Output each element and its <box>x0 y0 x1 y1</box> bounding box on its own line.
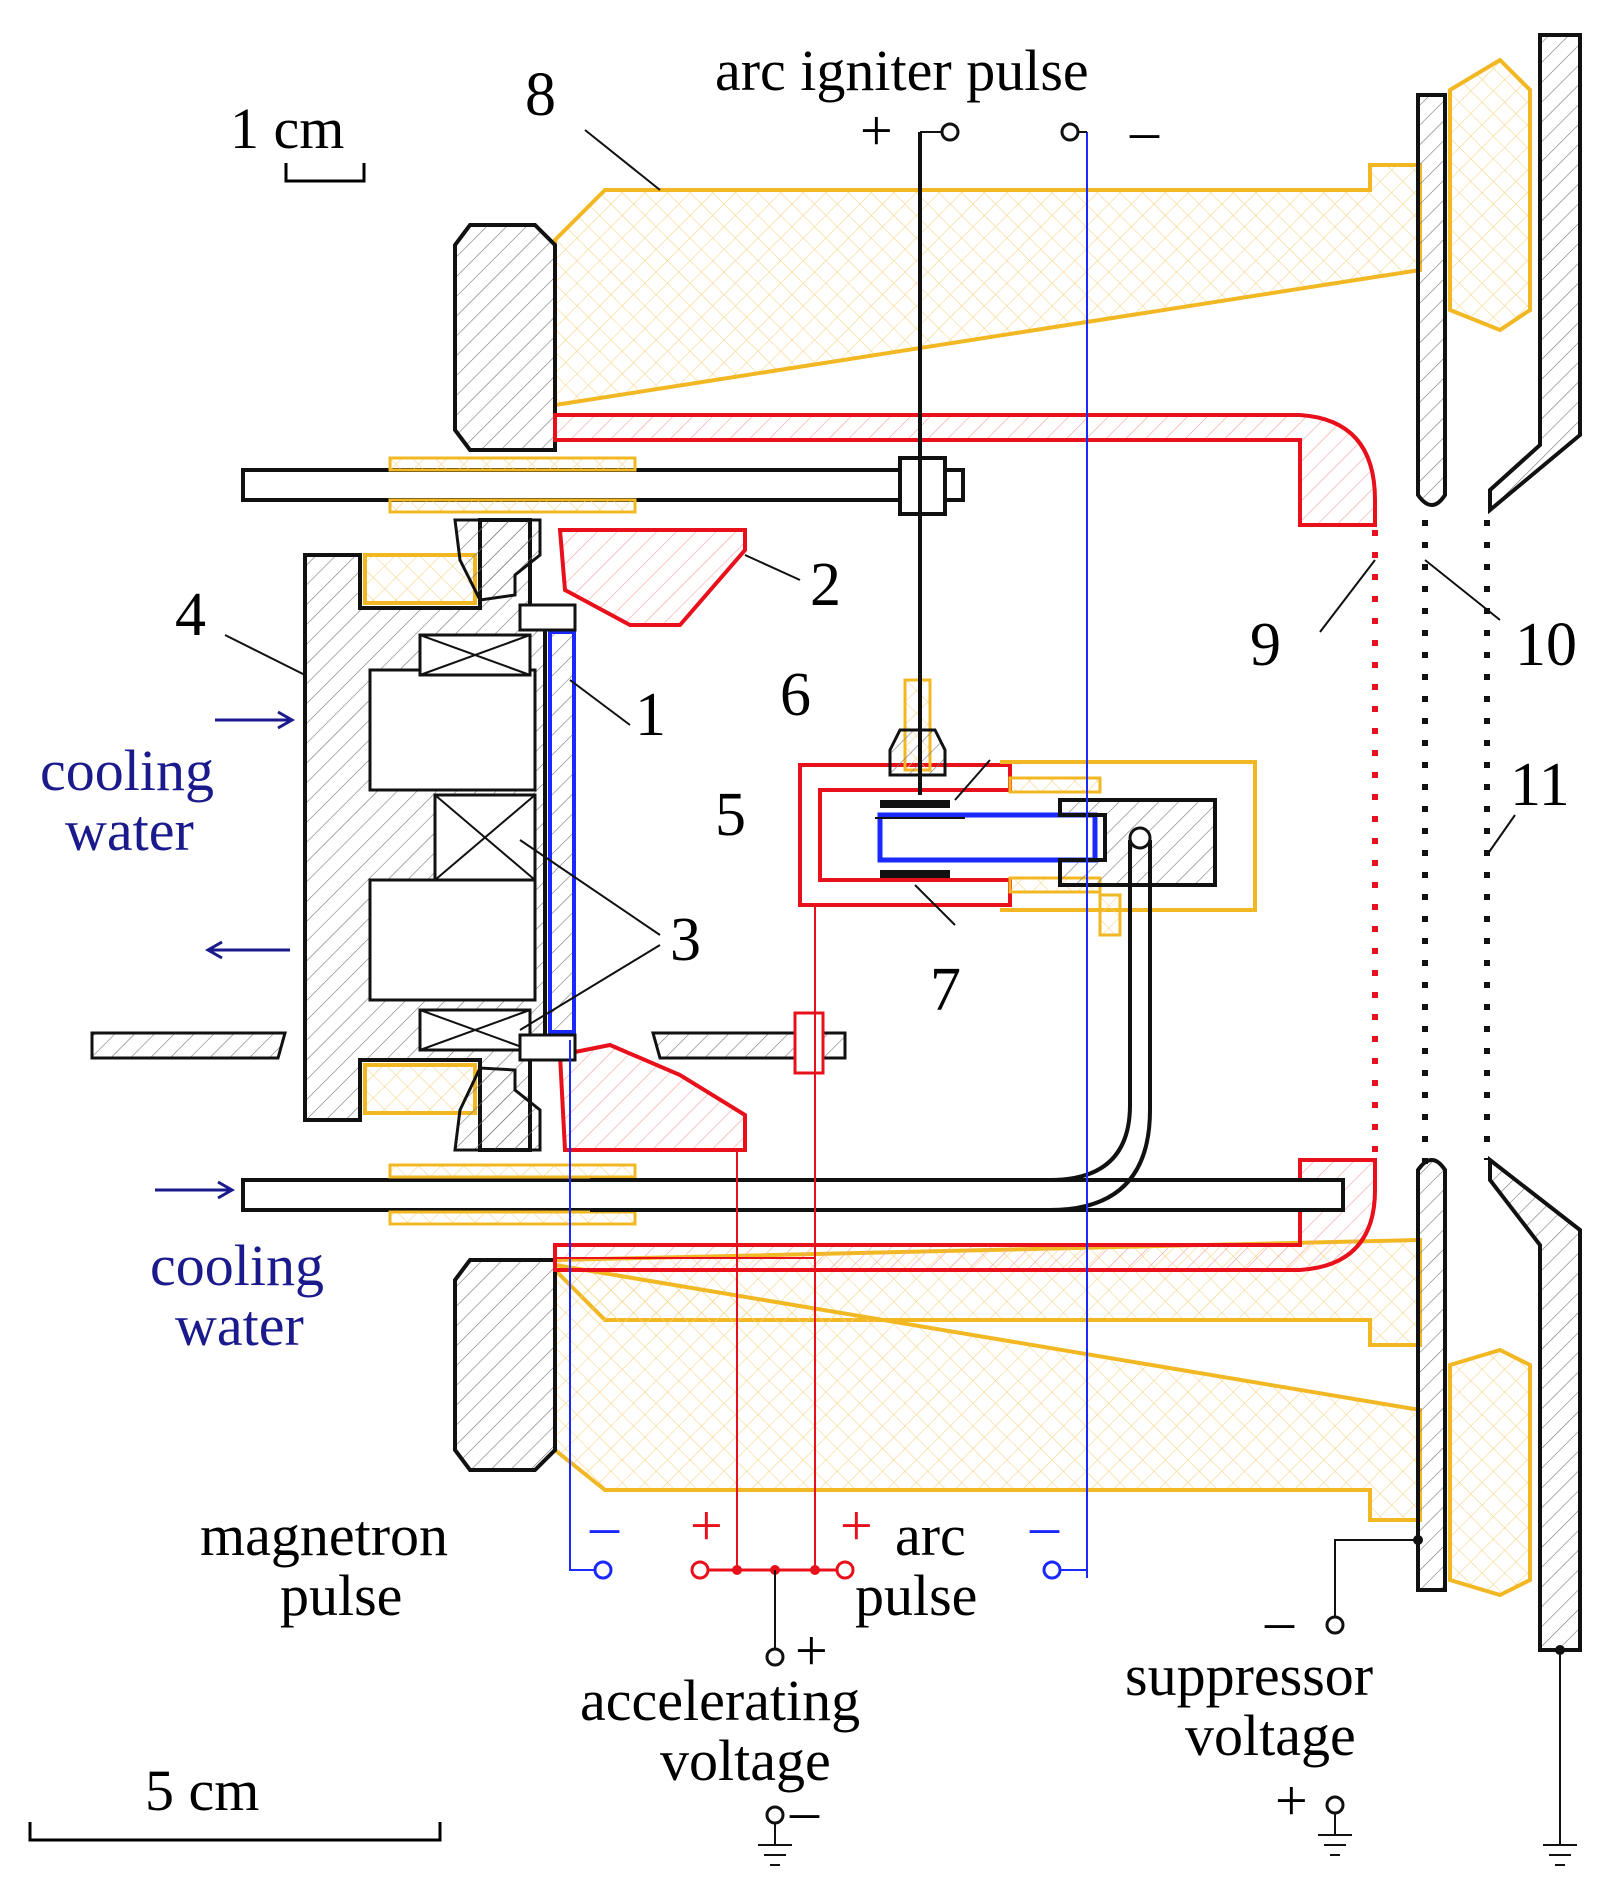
part-number-2: 2 <box>810 551 841 619</box>
mid-rod-right <box>651 1011 847 1075</box>
part-number-1: 1 <box>635 681 666 749</box>
label-accelerating-voltage-2: voltage <box>660 1728 831 1793</box>
label-magnetron-minus: – <box>589 1493 620 1558</box>
magnetron-pulse-wire <box>569 1040 613 1580</box>
arc-minus-wire <box>1042 1560 1088 1580</box>
label-acc-minus: – <box>789 1778 820 1843</box>
accelerating-voltage-wires <box>555 905 855 1667</box>
label-cooling-water-bottom-2: water <box>175 1293 304 1358</box>
flange-ring-upper <box>363 518 542 605</box>
upper-rod <box>241 456 965 516</box>
label-cooling-water-bottom-1: cooling <box>150 1233 324 1298</box>
scale-bar-1cm <box>284 163 366 183</box>
label-arc-igniter-pulse: arc igniter pulse <box>715 38 1089 103</box>
insulator-8-upper <box>553 163 1422 408</box>
magnetron-target-1 <box>518 603 577 1062</box>
igniter-insulator-7 <box>880 800 950 878</box>
part-number-8: 8 <box>525 61 556 129</box>
part-number-7: 7 <box>930 956 961 1024</box>
flange-lower <box>453 1258 557 1472</box>
label-magnetron-plus: + <box>690 1493 723 1558</box>
igniter-feedthrough <box>888 678 947 777</box>
suppressor-voltage-wires <box>1318 1535 1423 1856</box>
label-suppressor-voltage-2: voltage <box>1185 1703 1356 1768</box>
label-cooling-water-top-2: water <box>65 798 194 863</box>
leader-lines <box>224 129 1516 1031</box>
label-supp-plus: + <box>1275 1768 1308 1833</box>
label-accelerating-voltage-1: accelerating <box>580 1668 860 1733</box>
label-supp-minus: – <box>1264 1588 1295 1653</box>
part-number-9: 9 <box>1250 611 1281 679</box>
part-number-6: 6 <box>780 661 811 729</box>
electrode-11 <box>1484 33 1582 1652</box>
label-scale-5cm: 5 cm <box>145 1758 259 1823</box>
igniter-minus-wire <box>1060 122 1088 1578</box>
arc-cathode-5 <box>877 812 1098 863</box>
label-arc-minus: – <box>1029 1493 1060 1558</box>
arrow-water-out <box>204 940 290 960</box>
ground-accelerating <box>758 1805 792 1866</box>
igniter-plus-wire <box>918 122 960 795</box>
arrow-water-in-bottom <box>155 1180 236 1200</box>
label-magnetron-pulse-2: pulse <box>280 1563 402 1628</box>
part-number-4: 4 <box>175 581 206 649</box>
anode-2-lower <box>557 1042 747 1152</box>
insulator-8-lower <box>553 1237 1422 1522</box>
electrode-10 <box>1416 57 1532 1598</box>
ground-electrode-11 <box>1543 1645 1577 1866</box>
arc-anode-6 <box>798 763 1012 907</box>
flange-upper <box>453 223 557 452</box>
part-number-10: 10 <box>1515 611 1577 679</box>
cooling-pipe-arc <box>590 826 1152 1212</box>
anode-2-upper <box>557 528 747 627</box>
label-acc-plus: + <box>795 1618 828 1683</box>
label-igniter-plus: + <box>860 98 893 163</box>
label-igniter-minus: – <box>1129 98 1160 163</box>
flange-ring-lower <box>363 1063 542 1152</box>
label-arc-pulse-1: arc <box>895 1503 966 1568</box>
part-number-5: 5 <box>715 781 746 849</box>
part-number-11: 11 <box>1510 751 1570 819</box>
mid-rod-left <box>90 1031 287 1060</box>
label-arc-plus: + <box>840 1493 873 1558</box>
anode-shell-lower <box>553 1158 1377 1272</box>
arrow-water-in-top <box>215 710 296 730</box>
label-scale-1cm: 1 cm <box>230 96 344 161</box>
anode-shell-upper <box>553 413 1377 527</box>
label-magnetron-pulse-1: magnetron <box>200 1503 448 1568</box>
lower-rod <box>241 1163 1345 1226</box>
label-cooling-water-top-1: cooling <box>40 738 214 803</box>
label-suppressor-voltage-1: suppressor <box>1125 1643 1373 1708</box>
label-arc-pulse-2: pulse <box>855 1563 977 1628</box>
part-number-3: 3 <box>670 906 701 974</box>
scale-bar-5cm <box>28 1822 442 1842</box>
magnetron-body-4 <box>303 518 547 1152</box>
